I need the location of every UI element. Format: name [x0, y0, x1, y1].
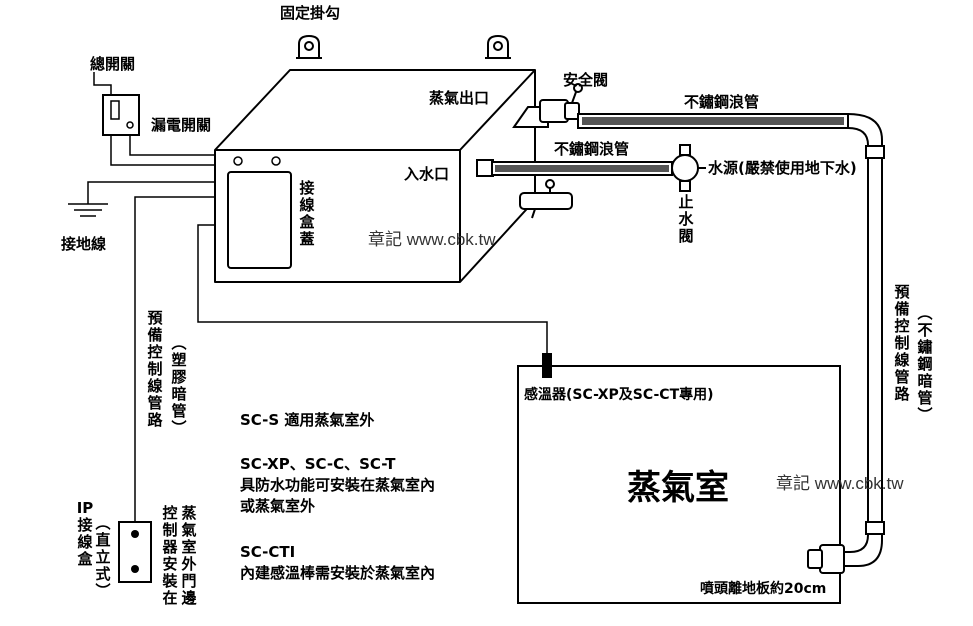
- nozzle-label: 噴頭離地板約20cm: [700, 581, 827, 597]
- stainless-conduit-right: [840, 113, 885, 567]
- stainless-conduit-label: ︵ 不 鏽 鋼 暗 管 ︶: [917, 304, 933, 424]
- note-line-4: 或蒸氣室外: [240, 497, 316, 515]
- ground-wire-label: 接地線: [61, 235, 107, 253]
- indicator-light-1: [233, 156, 243, 166]
- note-line-2: SC-XP、SC-C、SC-T: [240, 455, 396, 473]
- switch-lever: [110, 100, 120, 120]
- steam-outlet-valve: [512, 83, 583, 128]
- main-switch-label: 總開關: [90, 55, 136, 73]
- plastic-conduit-label: ︵ 塑 膠 暗 管 ︶: [171, 334, 187, 437]
- ground-icon: [68, 181, 215, 217]
- ip-box-label: IP 接 線 盒: [76, 499, 94, 568]
- switch-indicator: [126, 121, 134, 129]
- junction-box-cover-panel: [227, 171, 292, 269]
- hook-icon: [296, 34, 322, 59]
- steam-room: [517, 365, 841, 604]
- note-line-5: SC-CTI: [240, 543, 296, 561]
- stop-valve-label: 止 水 閥: [678, 193, 694, 245]
- leakage-switch-label: 漏電開關: [151, 116, 212, 134]
- temperature-sensor: [542, 353, 552, 378]
- reserved-conduit-left-label: 預 備 控 制 線 管 路: [147, 309, 163, 429]
- power-wires: [93, 72, 215, 166]
- note-line-3: 具防水功能可安裝在蒸氣室內: [240, 476, 436, 494]
- fixed-hook-label: 固定掛勾: [280, 4, 341, 22]
- stop-valve: [671, 144, 706, 192]
- note-line-1: SC-S 適用蒸氣室外: [240, 411, 375, 429]
- terminal-dot: [131, 565, 139, 573]
- reserved-control-conduit-left: [134, 196, 215, 525]
- terminal-dot: [131, 530, 139, 538]
- sensor-label: 感溫器(SC-XP及SC-CT專用): [524, 387, 714, 403]
- reserved-conduit-right-label: 預 備 控 制 線 管 路: [894, 283, 910, 403]
- steam-outlet-label: 蒸氣出口: [429, 89, 490, 107]
- sensor-line: [197, 224, 548, 355]
- stainless-hose-top: [577, 113, 849, 129]
- safety-valve-label: 安全閥: [563, 71, 609, 89]
- stainless-hose-mid-label: 不鏽鋼浪管: [554, 140, 630, 158]
- main-switch-box: [102, 94, 140, 136]
- stainless-hose-top-label: 不鏽鋼浪管: [684, 93, 760, 111]
- watermark: 章記 www.cbk.tw: [368, 230, 496, 249]
- drain-valve: [519, 179, 573, 219]
- steam-room-label: 蒸氣室: [627, 468, 729, 508]
- indicator-light-2: [271, 156, 281, 166]
- hook-icon: [485, 34, 511, 59]
- nozzle: [807, 544, 845, 574]
- ip-box-type-label: ︵ 直 立 式 ︶: [95, 514, 111, 600]
- note-line-6: 內建感溫棒需安裝於蒸氣室內: [240, 564, 436, 582]
- controller-label-col2: 蒸 氣 室 外 門 邊: [181, 504, 197, 607]
- stainless-hose-inlet: [476, 159, 673, 177]
- watermark: 章記 www.cbk.tw: [776, 474, 904, 493]
- water-inlet-label: 入水口: [404, 165, 450, 183]
- controller-label-col1: 控 制 器 安 裝 在: [162, 504, 178, 607]
- water-source-label: 水源(嚴禁使用地下水): [708, 159, 857, 177]
- junction-box-cover-label: 接 線 盒 蓋: [299, 179, 315, 248]
